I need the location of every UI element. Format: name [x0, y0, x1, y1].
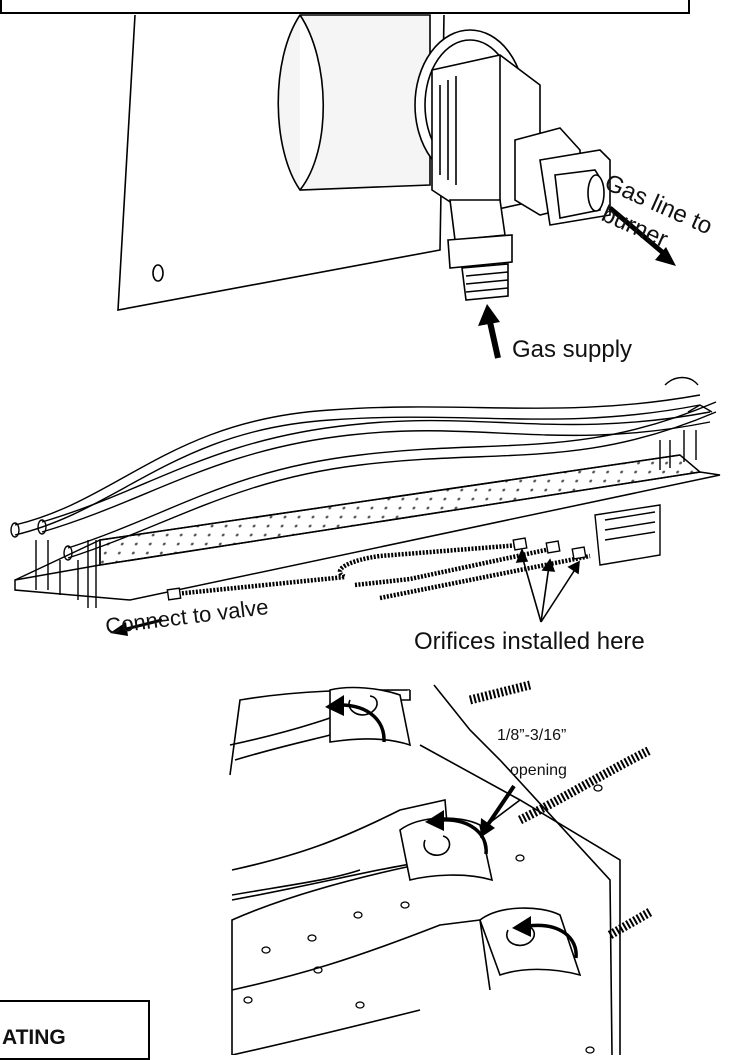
- section-heading-text: ATING: [2, 1026, 66, 1049]
- gas-line-arrow: [608, 206, 676, 266]
- burner-tubes: [10, 376, 717, 608]
- burner-tray: [14, 454, 721, 601]
- burner-detail: [229, 684, 621, 1055]
- gas-supply-arrow: [478, 304, 501, 359]
- opening-label: opening: [510, 762, 567, 779]
- elbow-fitting: [431, 54, 611, 301]
- mounting-holes: [243, 784, 603, 1054]
- opening-pointer-arrow: [480, 784, 516, 838]
- flex-gas-line: [174, 542, 591, 601]
- spiral-gas-hose: [468, 680, 653, 939]
- shutter-arrow-heads: [325, 695, 531, 937]
- connect-to-valve-arrow: [110, 618, 163, 636]
- orifice-pointer-arrows: [515, 547, 580, 623]
- orifice-fittings: [166, 504, 661, 601]
- shutter-rotation-arrows: [339, 703, 578, 959]
- top-caption-box: [0, 0, 690, 14]
- gas-supply-label: Gas supply: [512, 336, 633, 363]
- orifices-installed-label: Orifices installed here: [414, 628, 645, 655]
- opening-size-label: 1/8”-3/16”: [497, 727, 567, 744]
